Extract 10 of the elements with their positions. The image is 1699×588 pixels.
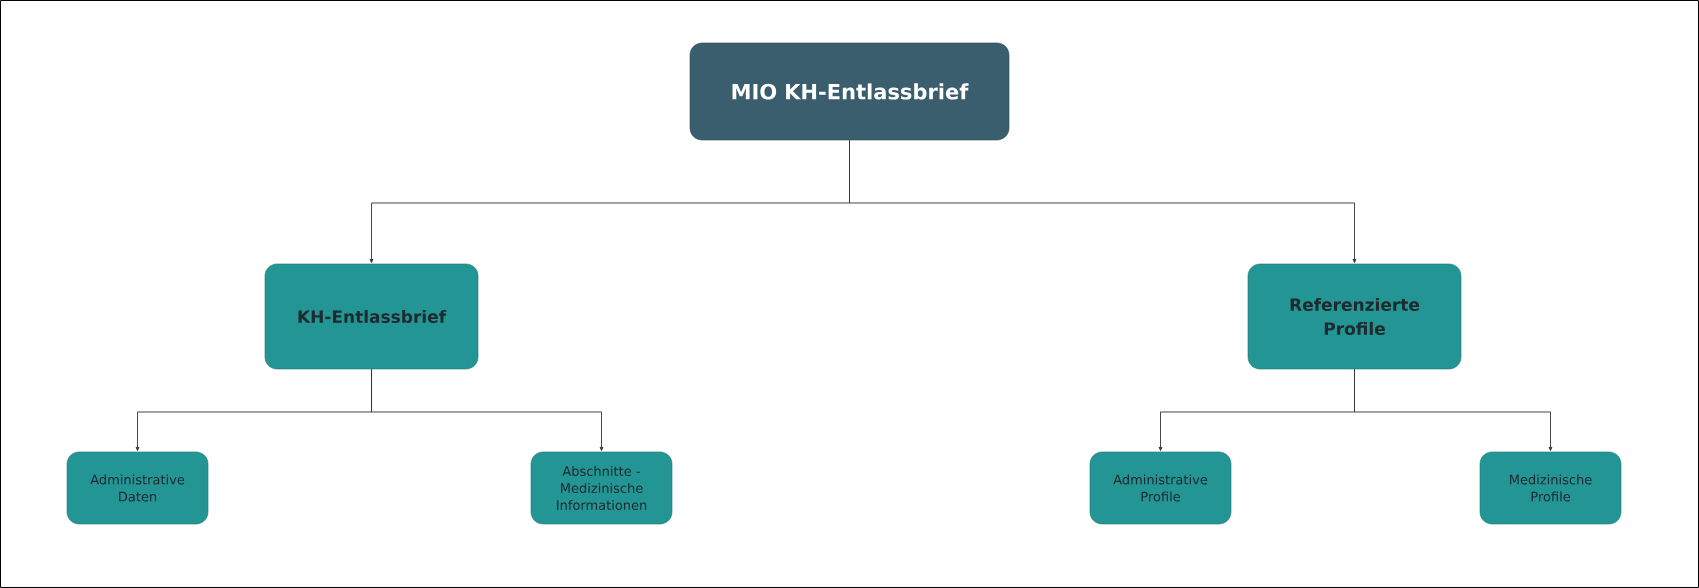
category-box: Referenzierte Profile <box>1247 263 1462 370</box>
title-box: MIO KH-Entlassbrief <box>689 42 1010 141</box>
item-box: Abschnitte - Medizinische Informationen <box>530 451 673 525</box>
category-box: KH-Entlassbrief <box>264 263 479 370</box>
item-box: Administrative Profile <box>1089 451 1232 525</box>
connector-arrow <box>849 139 1357 263</box>
item-box: Administrative Daten <box>66 451 209 525</box>
connector-arrow <box>1354 368 1553 451</box>
connector-arrow <box>371 368 604 451</box>
item-box: Medizinische Profile <box>1479 451 1622 525</box>
